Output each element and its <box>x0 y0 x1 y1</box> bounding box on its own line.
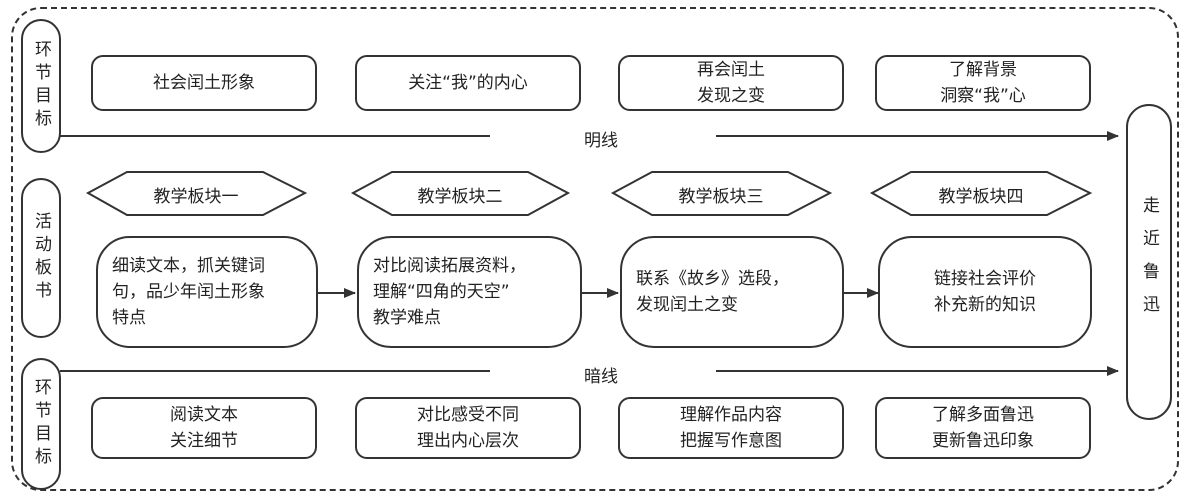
module-diamond-2 <box>350 171 571 216</box>
top-goal-box-2: 关注“我”的内心 <box>355 55 581 111</box>
module-label-3: 教学板块三 <box>678 187 764 207</box>
left-label-top-text: 环节目标 <box>31 40 51 132</box>
left-label-top: 环节目标 <box>21 19 61 153</box>
top-goal-box-4: 了解背景 洞察“我”心 <box>875 55 1091 111</box>
module-diamond-4 <box>869 171 1093 216</box>
module-label-1: 教学板块一 <box>153 187 239 207</box>
right-label: 走近鲁迅 <box>1126 104 1172 420</box>
activity-box-4: 链接社会评价 补充新的知识 <box>878 236 1092 348</box>
activity-box-3: 联系《故乡》选段， 发现闰土之变 <box>620 236 844 348</box>
activity-box-2: 对比阅读拓展资料， 理解“四角的天空” 教学难点 <box>357 236 582 348</box>
module-diamond-3 <box>610 171 833 216</box>
dark-line-label: 暗线 <box>578 362 624 387</box>
bottom-goal-box-4: 了解多面鲁迅 更新鲁迅印象 <box>875 397 1091 459</box>
module-label-2: 教学板块二 <box>417 187 503 207</box>
bottom-goal-box-1: 阅读文本 关注细节 <box>91 397 317 459</box>
left-label-bottom: 环节目标 <box>21 358 61 490</box>
module-label-4: 教学板块四 <box>938 187 1024 207</box>
bright-line-label: 明线 <box>578 126 624 151</box>
bottom-goal-box-2: 对比感受不同 理出内心层次 <box>355 397 581 459</box>
module-diamond-1 <box>85 171 308 216</box>
bottom-goal-box-3: 理解作品内容 把握写作意图 <box>618 397 844 459</box>
left-label-middle-text: 活动板书 <box>31 212 51 304</box>
activity-box-1: 细读文本，抓关键词 句，品少年闰土形象 特点 <box>96 236 318 348</box>
dashed-frame <box>11 7 1179 491</box>
left-label-bottom-text: 环节目标 <box>31 378 51 470</box>
top-goal-box-1: 社会闰土形象 <box>91 55 317 111</box>
top-goal-box-3: 再会闰土 发现之变 <box>618 55 844 111</box>
left-label-middle: 活动板书 <box>21 178 61 338</box>
right-label-text: 走近鲁迅 <box>1139 196 1159 328</box>
